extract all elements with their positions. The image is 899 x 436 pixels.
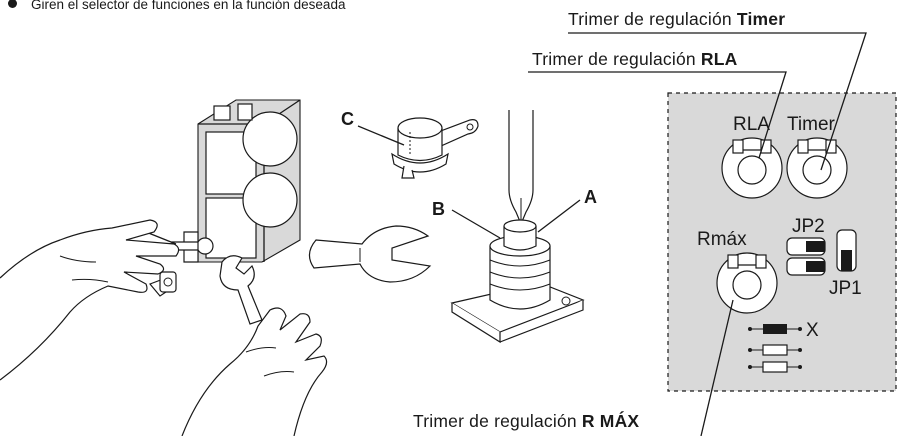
leader-rla	[528, 71, 787, 159]
gas-valve-body-icon	[145, 99, 301, 263]
instruction-line: Giren el selector de funciones en la fun…	[8, 0, 345, 12]
callout-leaders	[528, 32, 867, 436]
small-spanner-icon	[219, 255, 263, 325]
trimmer-timer-icon	[786, 137, 848, 199]
callout-rla-name: RLA	[700, 49, 738, 69]
label-part-b: B	[432, 199, 445, 219]
panel-label-x: X	[806, 320, 819, 341]
panel-label-timer: Timer	[787, 114, 836, 135]
trimmer-rmax-icon	[716, 252, 778, 314]
callout-rla: Trimer de regulación RLA	[532, 49, 737, 70]
panel-label-rla: RLA	[733, 114, 770, 135]
regulation-valve-icon: A B	[432, 187, 597, 344]
callout-timer: Trimer de regulación Timer	[568, 9, 785, 30]
trimmer-rla-icon	[721, 137, 783, 199]
panel-label-jp2: JP2	[792, 216, 825, 237]
bullet-icon	[8, 0, 17, 8]
pcb-panel: RLA Timer Rmáx JP2 JP1 X	[667, 92, 897, 392]
resistor-x-icon	[748, 324, 802, 373]
pcb-panel-background	[667, 92, 897, 392]
callout-rmax: Trimer de regulación R MÁX	[413, 411, 639, 432]
callout-timer-name: Timer	[736, 9, 786, 29]
wrench-icon	[308, 225, 432, 283]
callout-rmax-name: R MÁX	[581, 411, 640, 431]
leader-rmax	[700, 299, 734, 436]
label-part-a: A	[584, 187, 597, 207]
screw-fitting-icon	[148, 271, 177, 297]
panel-label-jp1: JP1	[829, 278, 862, 299]
jumper-jp1-icon	[836, 229, 857, 272]
callout-rmax-prefix: Trimer de regulación	[413, 411, 577, 431]
callout-timer-prefix: Trimer de regulación	[568, 9, 732, 29]
panel-label-rmax: Rmáx	[697, 229, 747, 250]
cap-part-c: C	[341, 109, 479, 179]
left-hand-icon	[0, 219, 180, 381]
label-part-c: C	[341, 109, 354, 129]
jumper-jp2-icon	[786, 237, 826, 276]
leader-timer	[568, 32, 867, 171]
screwdriver-icon	[508, 110, 534, 226]
right-hand-icon	[181, 307, 328, 436]
callout-rla-prefix: Trimer de regulación	[532, 49, 696, 69]
instruction-text: Giren el selector de funciones en la fun…	[31, 0, 346, 12]
